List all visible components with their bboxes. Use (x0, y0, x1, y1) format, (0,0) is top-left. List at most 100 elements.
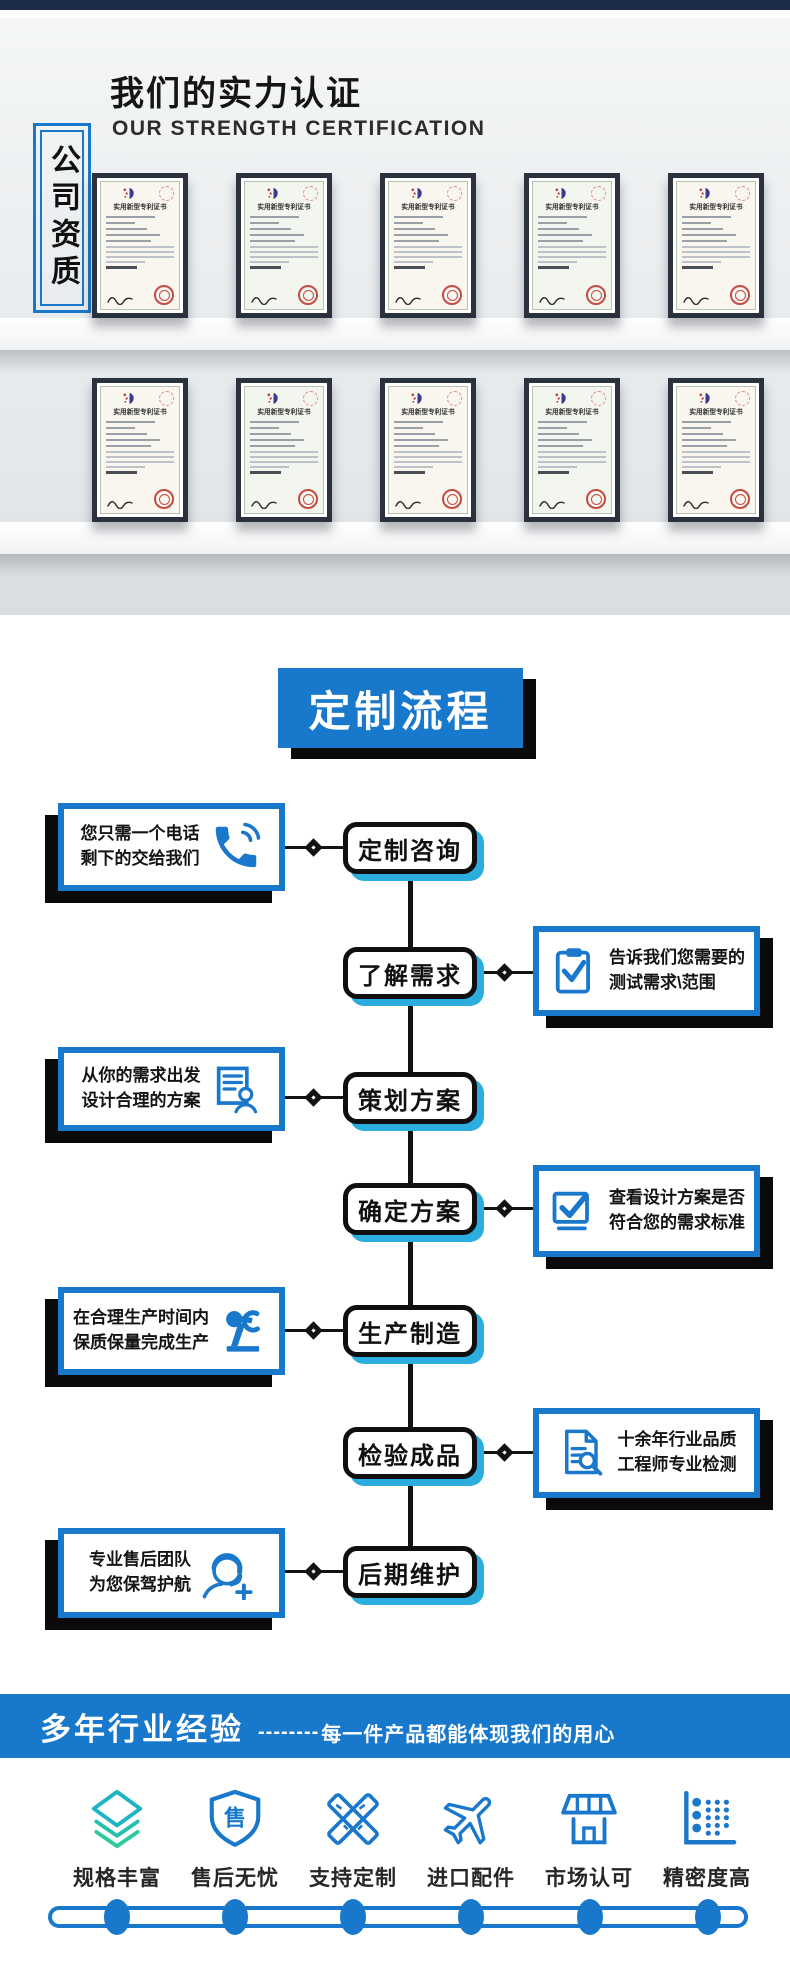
red-seal (730, 285, 750, 305)
patent-logo (555, 187, 566, 200)
diamond-connector-icon (304, 838, 323, 857)
certificate-fields (394, 421, 462, 447)
certificate-fields (538, 421, 606, 447)
stamp-ring (591, 391, 606, 406)
diamond-connector-icon (304, 1321, 323, 1340)
feature-aftersales: 售 售后无忧 (176, 1788, 294, 1892)
red-seal (154, 285, 174, 305)
shelf (0, 522, 790, 578)
certificate-paragraph (106, 246, 174, 263)
certificate-bold-line (538, 471, 569, 474)
signature (395, 501, 421, 509)
phone-icon (215, 822, 260, 868)
diamond-connector-icon (304, 1562, 323, 1581)
certificate-fields (106, 421, 174, 447)
flow-note-5: 在合理生产时间内 保质保量完成生产 (58, 1287, 285, 1375)
certificate-title: 实用新型专利证书 (113, 204, 167, 211)
certificate-bold-line (250, 266, 281, 269)
note-line: 告诉我们您需要的 (609, 948, 745, 968)
certificate-bold-line (682, 266, 713, 269)
shop-icon (561, 1793, 617, 1845)
certificate-paragraph (394, 246, 462, 263)
patent-logo (699, 187, 710, 200)
feature-imported-parts: 进口配件 (412, 1788, 530, 1892)
note-line: 为您保驾护航 (89, 1575, 191, 1594)
stamp-ring (735, 391, 750, 406)
stamp-ring (447, 186, 462, 201)
certificate-bold-line (394, 471, 425, 474)
signature (251, 297, 277, 305)
note-line: 保质保量完成生产 (73, 1333, 209, 1352)
red-seal (154, 489, 174, 509)
note-line: 在合理生产时间内 (73, 1308, 209, 1328)
stamp-ring (447, 391, 462, 406)
patent-logo (411, 187, 422, 200)
certificate-row-2: 实用新型专利证书 实用新型专利证书 实用新型专利证书 (92, 378, 764, 522)
flow-note-6: 十余年行业品质 工程师专业检测 (533, 1408, 760, 1498)
stamp-ring (303, 186, 318, 201)
certificate-bold-line (250, 471, 281, 474)
red-seal (586, 285, 606, 305)
shelf-shadow (0, 350, 790, 374)
note-line: 符合您的需求标准 (609, 1213, 745, 1232)
shelf-surface (0, 522, 790, 554)
timeline-dot (458, 1899, 484, 1935)
flow-note-3: 从你的需求出发 设计合理的方案 (58, 1047, 285, 1131)
document-search-icon (564, 1429, 602, 1476)
certificate-title: 实用新型专利证书 (545, 204, 599, 211)
certificate-title: 实用新型专利证书 (401, 204, 455, 211)
flow-note-1: 您只需一个电话 剩下的交给我们 (58, 803, 285, 891)
process-banner: 定制流程 (278, 668, 523, 748)
patent-logo (267, 392, 278, 405)
certificate-frame: 实用新型专利证书 (92, 173, 188, 318)
feature-market-recognition: 市场认可 (530, 1788, 648, 1892)
certificate-title: 实用新型专利证书 (257, 204, 311, 211)
red-seal (442, 489, 462, 509)
patent-logo (123, 392, 134, 405)
stamp-ring (159, 391, 174, 406)
checkbox-icon (552, 1191, 589, 1231)
certificate-paragraph (538, 451, 606, 468)
red-seal (730, 489, 750, 509)
experience-title: 多年行业经验 (40, 1711, 244, 1747)
section-subtitle: OUR STRENGTH CERTIFICATION (112, 117, 486, 140)
certification-section: 公司资质 我们的实力认证 OUR STRENGTH CERTIFICATION … (0, 18, 790, 615)
certificate-frame: 实用新型专利证书 (524, 378, 620, 522)
flow-node-6: 检验成品 (343, 1427, 477, 1479)
headset-person-icon (202, 1553, 253, 1600)
timeline-dot (104, 1899, 130, 1935)
company-qualification-badge: 公司资质 (33, 123, 91, 313)
note-line: 您只需一个电话 (80, 824, 200, 844)
timeline-track (48, 1906, 748, 1928)
diamond-connector-icon (304, 1088, 323, 1107)
timeline-dot (577, 1899, 603, 1935)
certificate-paragraph (538, 246, 606, 263)
certificate-frame: 实用新型专利证书 (380, 378, 476, 522)
patent-logo (123, 187, 134, 200)
certificate-title: 实用新型专利证书 (689, 204, 743, 211)
red-seal (298, 489, 318, 509)
signature (539, 501, 565, 509)
note-line: 测试需求\范围 (609, 973, 716, 992)
certificate-bold-line (538, 266, 569, 269)
certificate-fields (250, 216, 318, 242)
certificate-fields (106, 216, 174, 242)
red-seal (298, 285, 318, 305)
certificate-frame: 实用新型专利证书 (668, 378, 764, 522)
timeline-dot (222, 1899, 248, 1935)
stamp-ring (591, 186, 606, 201)
layers-icon (91, 1789, 143, 1849)
certificate-frame: 实用新型专利证书 (380, 173, 476, 318)
signature (107, 297, 133, 305)
certificate-bold-line (682, 471, 713, 474)
signature (683, 501, 709, 509)
experience-band: 多年行业经验 -------- 每一件产品都能体现我们的用心 (0, 1694, 790, 1758)
certificate-paragraph (250, 246, 318, 263)
note-line: 剩下的交给我们 (80, 849, 200, 868)
robot-arm-icon (226, 1310, 260, 1352)
certificate-title: 实用新型专利证书 (689, 409, 743, 416)
document-person-icon (216, 1066, 257, 1114)
shield-glyph: 售 (224, 1805, 246, 1830)
certificate-row-1: 实用新型专利证书 实用新型专利证书 实用新型专利证书 (92, 173, 764, 318)
